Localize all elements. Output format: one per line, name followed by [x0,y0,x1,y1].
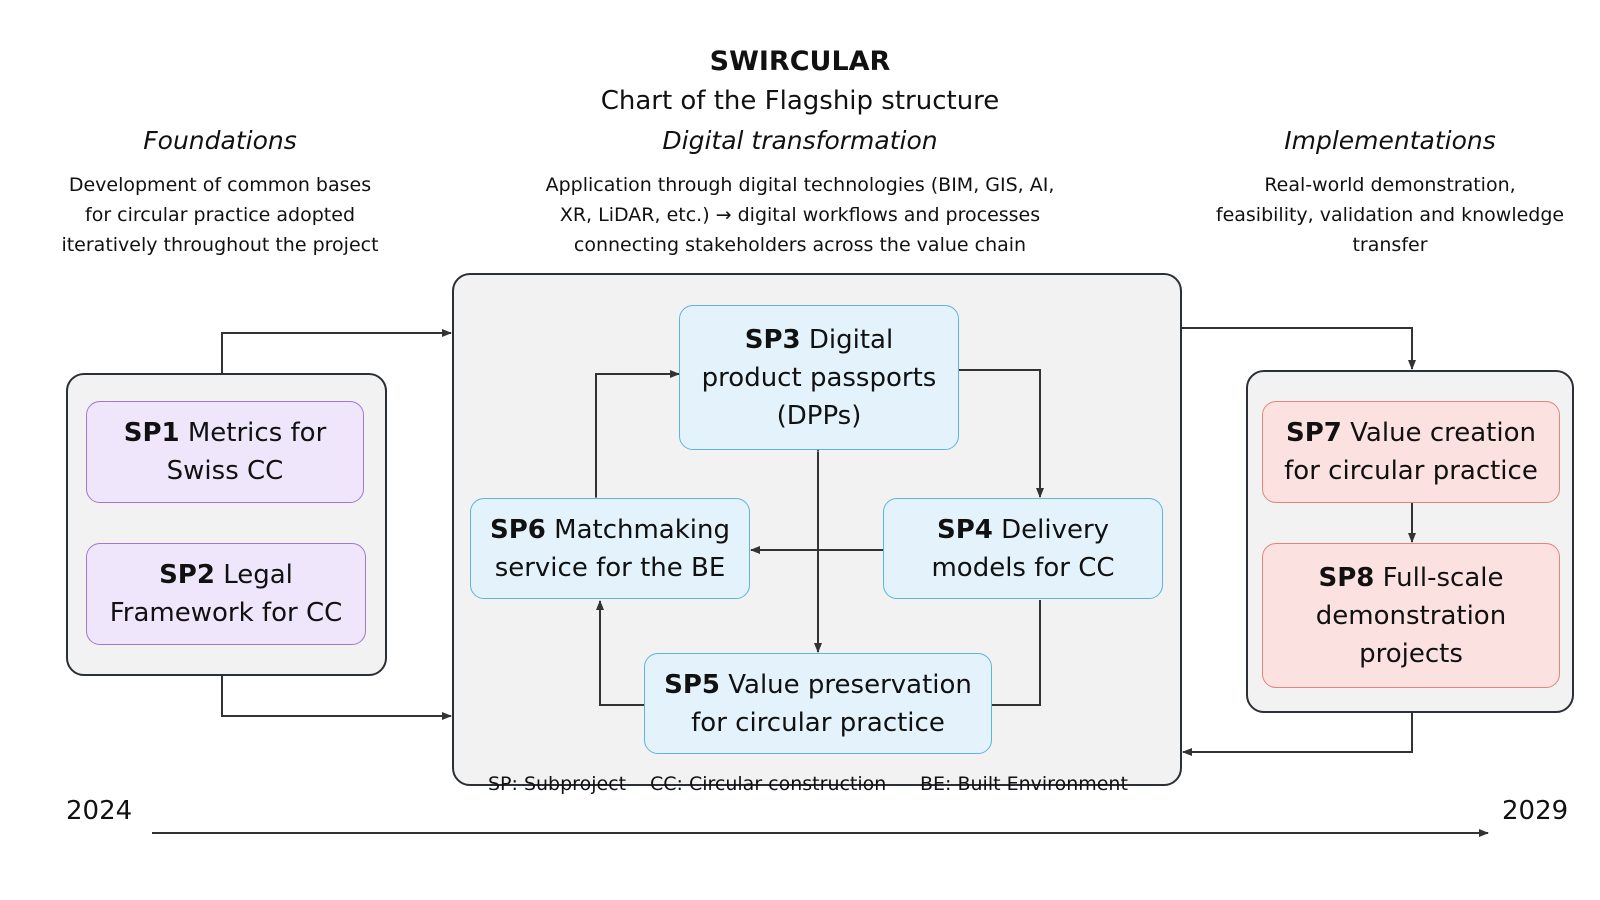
connector-sp5-sp6 [596,600,644,706]
digital-desc-line: connecting stakeholders across the value… [573,234,1027,256]
sp7-label: SP7 Value creation for circular practice [1284,414,1538,490]
sp7-text: for circular practice [1284,456,1538,486]
sp8-text: projects [1359,638,1463,669]
implementations-desc-line: feasibility, validation and knowledge [1215,204,1565,226]
foundations-heading: Foundations [143,126,297,155]
sp3-text: Digital [800,324,894,355]
timeline-end-year: 2029 [1502,796,1569,826]
digital-desc-line: XR, LiDAR, etc.) → digital workflows and… [559,204,1041,226]
sp4-code: SP4 [936,514,993,545]
connector-sp6-sp3 [592,370,680,506]
sp2-text: Framework for CC [109,598,343,628]
sp5-box: SP5 Value preservation for circular prac… [644,653,992,754]
sp5-text: Value preservation [719,669,972,700]
sp1-box: SP1 Metrics for Swiss CC [86,401,364,503]
sp4-text: Delivery [992,514,1110,545]
digital-description: Application through digital technologies… [490,170,1110,260]
diagram-title: SWIRCULAR [709,46,891,77]
foundations-desc-line: for circular practice adopted [85,204,355,226]
sp7-text: Value creation [1341,418,1536,448]
sp3-code: SP3 [744,324,801,355]
sp3-label: SP3 Digital product passports (DPPs) [702,321,937,435]
foundations-description: Development of common bases for circular… [20,170,420,260]
connector-sp3-sp4 [950,366,1044,498]
digital-heading: Digital transformation [662,126,938,155]
sp6-label: SP6 Matchmaking service for the BE [490,511,730,587]
sp2-text: Legal [214,560,293,590]
sp6-text: service for the BE [494,552,726,583]
sp2-code: SP2 [159,560,215,590]
legend-be: BE: Built Environment [920,773,1128,795]
connector-digital-to-implementations [1182,327,1416,370]
diagram-subtitle: Chart of the Flagship structure [600,86,1000,116]
sp7-box: SP7 Value creation for circular practice [1262,401,1560,503]
sp6-code: SP6 [490,514,546,545]
sp1-label: SP1 Metrics for Swiss CC [124,414,327,490]
connector-implementations-to-digital [1182,713,1413,756]
sp5-label: SP5 Value preservation for circular prac… [664,666,972,742]
sp5-text: for circular practice [691,707,945,738]
foundations-desc-line: iteratively throughout the project [61,234,379,256]
sp3-box: SP3 Digital product passports (DPPs) [679,305,959,450]
legend-cc: CC: Circular construction [650,773,887,795]
sp2-box: SP2 Legal Framework for CC [86,543,366,645]
sp4-text: models for CC [931,552,1115,583]
implementations-description: Real-world demonstration, feasibility, v… [1190,170,1590,260]
foundations-desc-line: Development of common bases [68,174,372,196]
sp1-text: Swiss CC [166,456,284,486]
legend-sp: SP: Subproject [488,773,627,795]
sp8-code: SP8 [1318,562,1375,593]
sp6-box: SP6 Matchmaking service for the BE [470,498,750,599]
sp8-text: demonstration [1315,600,1507,631]
connector-foundations-bottom [221,676,452,720]
implementations-desc-line: transfer [1352,234,1428,256]
sp6-text: Matchmaking [545,514,730,545]
sp8-label: SP8 Full-scale demonstration projects [1316,559,1506,673]
implementations-desc-line: Real-world demonstration, [1264,174,1516,196]
sp1-text: Metrics for [179,418,327,448]
sp1-code: SP1 [123,418,180,448]
sp4-box: SP4 Delivery models for CC [883,498,1163,599]
sp2-label: SP2 Legal Framework for CC [110,556,343,632]
implementations-heading: Implementations [1284,126,1496,155]
connector-foundations-top [221,329,452,373]
timeline-start-year: 2024 [66,796,133,826]
digital-desc-line: Application through digital technologies… [545,174,1055,196]
sp5-code: SP5 [664,669,720,700]
sp7-code: SP7 [1286,418,1342,448]
sp3-text: product passports [701,362,937,393]
sp4-label: SP4 Delivery models for CC [931,511,1114,587]
connector-sp4-sp5 [992,600,1041,706]
sp3-text: (DPPs) [776,400,862,431]
sp8-box: SP8 Full-scale demonstration projects [1262,543,1560,688]
sp8-text: Full-scale [1374,562,1504,593]
